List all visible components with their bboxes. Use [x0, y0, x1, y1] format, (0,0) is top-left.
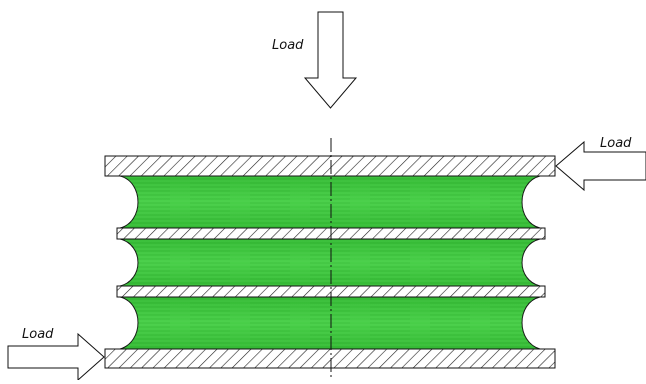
top-load-arrow-icon — [303, 11, 358, 109]
steel-plate-bottom — [104, 348, 556, 369]
right-load-label: Load — [600, 136, 632, 151]
rubber-layer-1 — [119, 175, 541, 229]
top-load-label: Load — [272, 38, 304, 53]
steel-plate-top — [104, 155, 556, 177]
right-load-arrow-icon — [555, 140, 646, 192]
left-load-label: Load — [22, 327, 54, 342]
left-load-arrow-icon — [7, 332, 105, 382]
rubber-layer-3 — [119, 296, 541, 350]
rubber-layer-2 — [119, 238, 541, 287]
